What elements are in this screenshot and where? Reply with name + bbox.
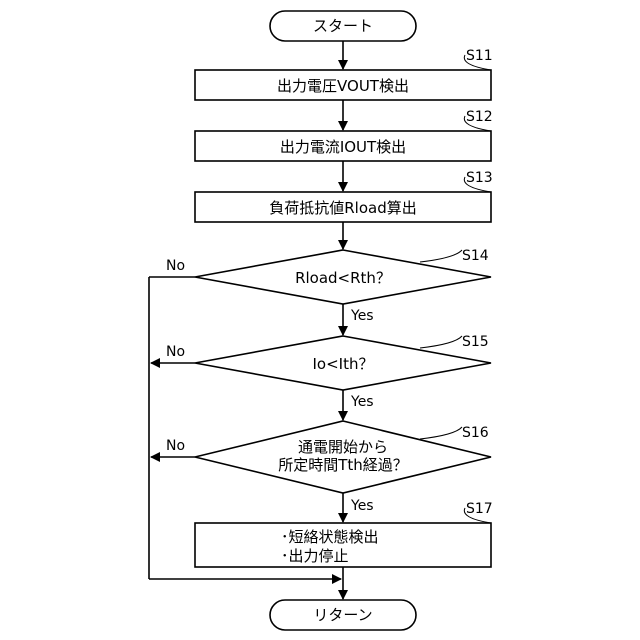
s14-yes-label: Yes bbox=[350, 308, 374, 324]
decision-s15-label: Io<Ith？ bbox=[313, 355, 374, 373]
process-s13-label: 負荷抵抗値Rload算出 bbox=[269, 199, 416, 217]
decision-s14-label: Rload<Rth？ bbox=[295, 269, 391, 287]
process-s17-line2: ･出力停止 bbox=[281, 547, 349, 565]
s16-yes-label: Yes bbox=[350, 498, 374, 514]
step-s15-leader bbox=[420, 336, 462, 348]
s15-yes-label: Yes bbox=[350, 394, 374, 410]
step-s17-id: S17 bbox=[466, 501, 493, 517]
s14-no-label: No bbox=[166, 258, 185, 274]
step-s14-id: S14 bbox=[462, 248, 489, 264]
step-s12-id: S12 bbox=[466, 109, 493, 125]
start-label: スタート bbox=[313, 17, 373, 35]
step-s16-id: S16 bbox=[462, 425, 489, 441]
process-s17-line1: ･短絡状態検出 bbox=[281, 528, 379, 546]
step-s15-id: S15 bbox=[462, 334, 489, 350]
process-s11-label: 出力電圧VOUT検出 bbox=[277, 77, 409, 95]
end-label: リターン bbox=[313, 606, 372, 624]
step-s11-id: S11 bbox=[466, 48, 493, 64]
step-s16-leader bbox=[420, 427, 462, 439]
step-s13-id: S13 bbox=[466, 170, 493, 186]
s16-no-label: No bbox=[166, 438, 185, 454]
decision-s16-label-line2: 所定時間Tth経過？ bbox=[278, 456, 408, 474]
decision-s16-label-line1: 通電開始から bbox=[298, 438, 388, 456]
s15-no-label: No bbox=[166, 344, 185, 360]
step-s14-leader bbox=[420, 250, 462, 262]
process-s12-label: 出力電流IOUT検出 bbox=[280, 138, 406, 156]
